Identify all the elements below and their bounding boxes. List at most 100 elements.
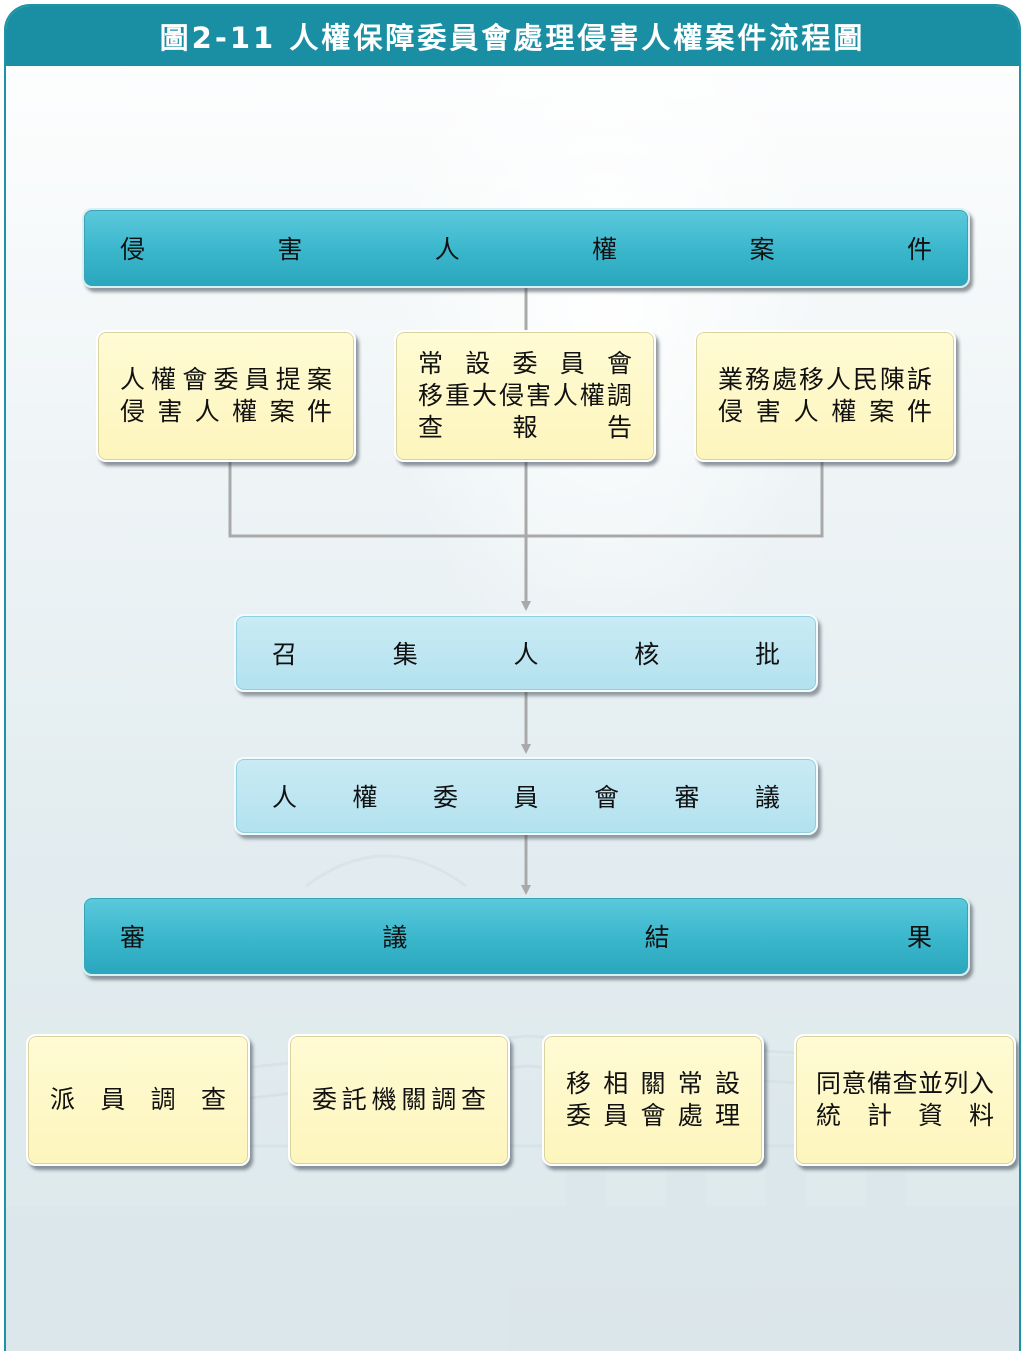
convener-char: 核 [634, 640, 660, 669]
source1-char: 人 [120, 365, 146, 394]
top-node-char: 害 [277, 235, 303, 264]
diagram-frame: 圖2-11 人權保障委員會處理侵害人權案件流程圖 侵害人權案件 人權會委員提案 … [4, 4, 1021, 1351]
source1-char: 權 [232, 397, 258, 426]
outcome1-char: 調 [150, 1085, 176, 1114]
convener-char: 集 [392, 640, 418, 669]
node-outcome-record-statistics: 同意備查並列入 統計資料 [794, 1034, 1016, 1166]
node-outcome-delegate-investigation: 委託機關調查 [288, 1034, 510, 1166]
outcome4-char: 備 [866, 1069, 892, 1098]
top-node-char: 件 [906, 235, 932, 264]
source2-char: 告 [606, 413, 632, 442]
source2-char: 調 [606, 381, 632, 410]
source3-char: 民 [852, 365, 878, 394]
source1-char: 案 [269, 397, 295, 426]
source2-char: 大 [471, 381, 497, 410]
source1-char: 權 [151, 365, 177, 394]
node-outcome-dispatch-investigation: 派員調查 [26, 1034, 250, 1166]
top-node-char: 侵 [120, 235, 146, 264]
outcome4-char: 入 [968, 1069, 994, 1098]
outcome3-char: 移 [566, 1069, 592, 1098]
source3-line-1: 業務處移人民陳訴 [718, 364, 932, 396]
outcome4-line-1: 同意備查並列入 [816, 1068, 994, 1100]
diagram-title: 圖2-11 人權保障委員會處理侵害人權案件流程圖 [6, 6, 1019, 66]
source2-line-3: 查報告 [418, 412, 632, 444]
committee-char: 議 [754, 783, 780, 812]
outcome3-char: 設 [714, 1069, 740, 1098]
source3-char: 侵 [718, 397, 744, 426]
outcome3-char: 關 [640, 1069, 666, 1098]
outcome1-char: 查 [200, 1085, 226, 1114]
outcome2-char: 查 [460, 1085, 486, 1114]
source1-char: 提 [275, 365, 301, 394]
committee-char: 人 [272, 783, 298, 812]
source3-char: 害 [755, 397, 781, 426]
outcome2-char: 委 [312, 1085, 338, 1114]
outcome4-char: 計 [866, 1101, 892, 1130]
convener-char: 批 [754, 640, 780, 669]
outcome4-char: 意 [841, 1069, 867, 1098]
source1-char: 人 [194, 397, 220, 426]
outcome3-char: 會 [640, 1101, 666, 1130]
source1-char: 件 [306, 397, 332, 426]
source1-line-1: 人權會委員提案 [120, 364, 332, 396]
node-committee-review: 人權委員會審議 [234, 757, 818, 835]
outcome3-line-2: 委員會處理 [566, 1100, 740, 1132]
result-char: 果 [906, 923, 932, 952]
outcome1-line-1: 派員調查 [50, 1084, 226, 1116]
source2-char: 常 [418, 349, 444, 378]
source3-char: 件 [906, 397, 932, 426]
committee-char: 委 [432, 783, 458, 812]
committee-char: 審 [674, 783, 700, 812]
outcome2-char: 機 [371, 1085, 397, 1114]
outcome3-char: 委 [566, 1101, 592, 1130]
top-node-char: 人 [434, 235, 460, 264]
outcome1-char: 員 [100, 1085, 126, 1114]
source2-char: 移 [418, 381, 444, 410]
source1-char: 會 [182, 365, 208, 394]
node-review-result: 審議結果 [82, 896, 970, 976]
outcome3-char: 理 [714, 1101, 740, 1130]
source2-char: 員 [559, 349, 585, 378]
source2-char: 害 [525, 381, 551, 410]
outcome4-char: 統 [816, 1101, 842, 1130]
source2-char: 重 [444, 381, 470, 410]
source3-char: 務 [744, 365, 770, 394]
source2-char: 委 [512, 349, 538, 378]
outcome4-char: 料 [968, 1101, 994, 1130]
source3-char: 陳 [879, 365, 905, 394]
source1-char: 員 [244, 365, 270, 394]
convener-char: 召 [272, 640, 298, 669]
outcome4-char: 列 [943, 1069, 969, 1098]
source2-char: 權 [579, 381, 605, 410]
source1-char: 害 [157, 397, 183, 426]
source2-char: 報 [512, 413, 538, 442]
source2-char: 侵 [498, 381, 524, 410]
node-source-standing-committee: 常設委員會 移重大侵害人權調 查報告 [394, 330, 656, 462]
node-source-commissioner-proposal: 人權會委員提案 侵害人權案件 [96, 330, 356, 462]
source1-line-2: 侵害人權案件 [120, 396, 332, 428]
outcome2-char: 關 [401, 1085, 427, 1114]
source2-line-1: 常設委員會 [418, 348, 632, 380]
outcome3-char: 常 [677, 1069, 703, 1098]
top-node-char: 權 [592, 235, 618, 264]
source3-char: 權 [831, 397, 857, 426]
source3-char: 案 [869, 397, 895, 426]
node-convener-approval: 召集人核批 [234, 614, 818, 692]
source3-char: 訴 [906, 365, 932, 394]
source1-char: 侵 [120, 397, 146, 426]
outcome3-char: 處 [677, 1101, 703, 1130]
source3-char: 處 [771, 365, 797, 394]
committee-char: 員 [513, 783, 539, 812]
result-char: 結 [644, 923, 670, 952]
connector-lines [228, 288, 824, 895]
outcome3-char: 相 [603, 1069, 629, 1098]
result-char: 議 [382, 923, 408, 952]
source2-char: 設 [465, 349, 491, 378]
top-node-char: 案 [749, 235, 775, 264]
outcome3-char: 員 [603, 1101, 629, 1130]
source2-char: 查 [418, 413, 444, 442]
source1-char: 委 [213, 365, 239, 394]
outcome4-char: 查 [892, 1069, 918, 1098]
committee-char: 會 [593, 783, 619, 812]
source3-char: 人 [793, 397, 819, 426]
